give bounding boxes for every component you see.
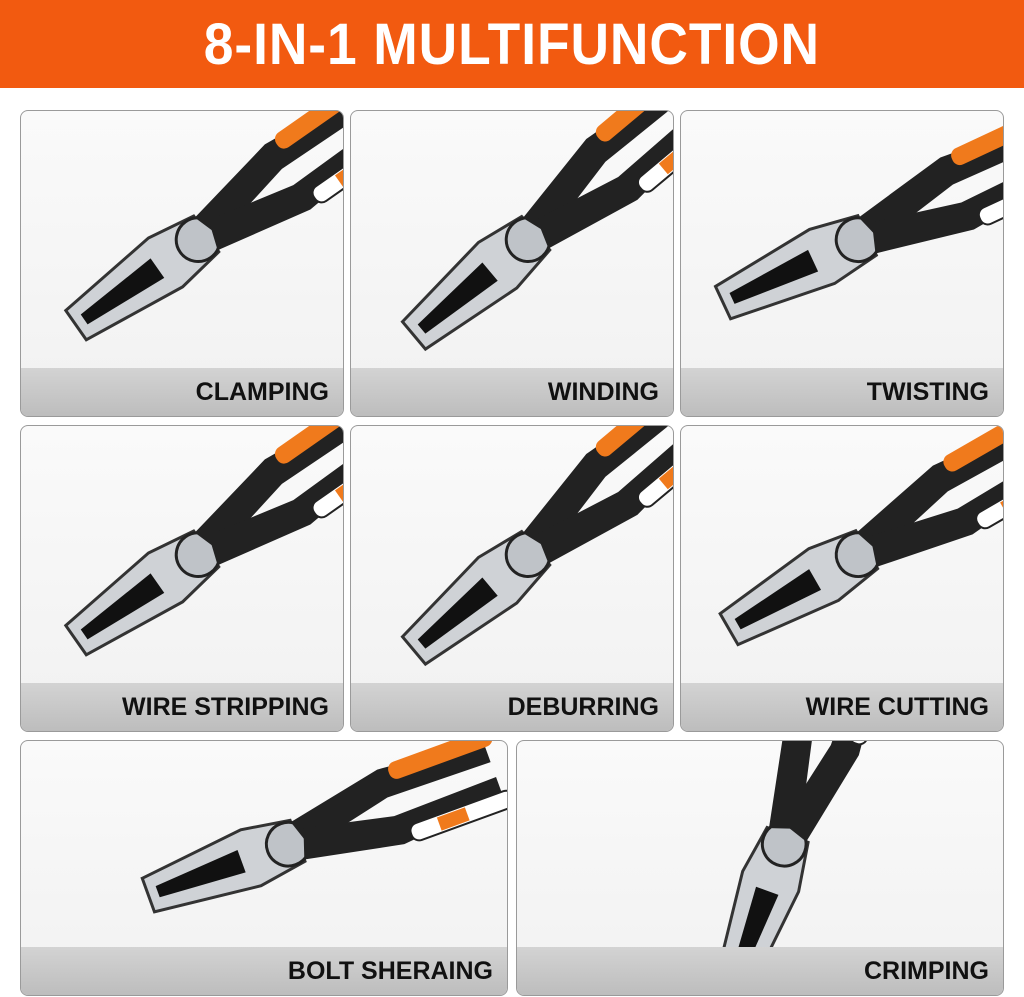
panel-label-bar: CLAMPING xyxy=(21,368,343,416)
function-panel-clamping: CLAMPING xyxy=(20,110,344,417)
pliers-illustration xyxy=(63,111,343,342)
function-panel-deburring: DEBURRING xyxy=(350,425,674,732)
banner-title: 8-IN-1 MULTIFUNCTION xyxy=(203,11,821,77)
panel-label-bar: TWISTING xyxy=(681,368,1003,416)
panel-label: BOLT SHERAING xyxy=(287,956,493,985)
pliers-illustration xyxy=(718,426,1003,647)
pliers-illustration xyxy=(400,426,673,667)
function-panel-twisting: TWISTING xyxy=(680,110,1004,417)
pliers-illustration xyxy=(140,741,507,914)
panel-label-bar: BOLT SHERAING xyxy=(21,947,507,995)
panel-label-bar: WIRE STRIPPING xyxy=(21,683,343,731)
function-panel-wire-stripping: WIRE STRIPPING xyxy=(20,425,344,732)
pliers-illustration xyxy=(63,426,343,657)
pliers-illustration xyxy=(713,111,1003,321)
function-panel-bolt-sheraing: BOLT SHERAING xyxy=(20,740,508,996)
panel-label: WIRE STRIPPING xyxy=(122,692,329,721)
function-panel-wire-cutting: WIRE CUTTING xyxy=(680,425,1004,732)
panel-label: CLAMPING xyxy=(195,377,329,406)
pliers-illustration xyxy=(400,111,673,352)
panel-label-bar: DEBURRING xyxy=(351,683,673,731)
panel-label: DEBURRING xyxy=(507,692,659,721)
function-panel-crimping: CRIMPING xyxy=(516,740,1004,996)
banner-header: 8-IN-1 MULTIFUNCTION xyxy=(0,0,1024,88)
panel-label: TWISTING xyxy=(866,377,989,406)
panel-label-bar: WINDING xyxy=(351,368,673,416)
panel-label: CRIMPING xyxy=(864,956,989,985)
panel-label-bar: WIRE CUTTING xyxy=(681,683,1003,731)
panel-label-bar: CRIMPING xyxy=(517,947,1003,995)
function-panel-winding: WINDING xyxy=(350,110,674,417)
panel-label: WINDING xyxy=(547,377,659,406)
panel-label: WIRE CUTTING xyxy=(805,692,989,721)
